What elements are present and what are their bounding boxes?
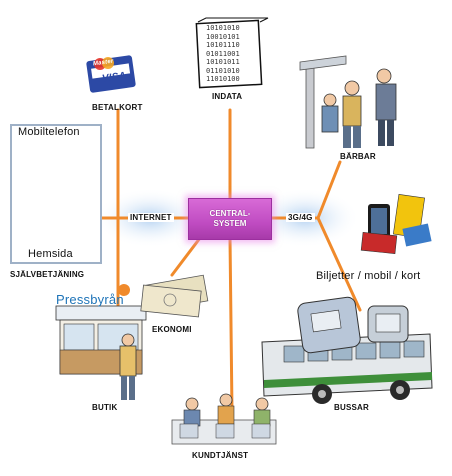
label-pressbyran: Pressbyrån bbox=[56, 292, 124, 307]
connector-bussar bbox=[316, 216, 362, 312]
portable-scene-illustration bbox=[299, 55, 397, 149]
customer-service-illustration bbox=[171, 393, 277, 445]
label-butik: BUTIK bbox=[92, 403, 118, 412]
connector-kundtjanst bbox=[228, 236, 234, 414]
binary-text: 10101010 10010101 10101110 01011001 1010… bbox=[206, 24, 240, 83]
central-system-node: CENTRAL- SYSTEM bbox=[188, 198, 272, 240]
label-ekonomi: EKONOMI bbox=[152, 325, 192, 334]
data-document-icon bbox=[195, 17, 269, 89]
payment-card-icon bbox=[86, 55, 136, 93]
central-system-line2: SYSTEM bbox=[213, 219, 247, 228]
label-kundtjanst: KUNDTJÄNST bbox=[192, 451, 249, 460]
label-bussar: BUSSAR bbox=[334, 403, 369, 412]
connector-ekonomi bbox=[170, 236, 202, 277]
label-3g4g: 3G/4G bbox=[286, 213, 315, 222]
tickets-cards-icon bbox=[360, 194, 432, 255]
store-illustration bbox=[55, 284, 147, 400]
label-hemsida: Hemsida bbox=[28, 248, 73, 260]
label-indata: INDATA bbox=[212, 92, 243, 101]
banknotes-icon bbox=[140, 274, 209, 318]
label-barbar: BÄRBAR bbox=[340, 152, 376, 161]
bus-illustration bbox=[261, 296, 433, 404]
central-system-line1: CENTRAL- bbox=[209, 209, 251, 218]
label-internet: INTERNET bbox=[128, 213, 174, 222]
label-mobiltelefon: Mobiltelefon bbox=[18, 126, 80, 138]
connector-barbar bbox=[316, 160, 342, 220]
label-biljetter: Biljetter / mobil / kort bbox=[316, 270, 421, 282]
label-betalkort: BETALKORT bbox=[92, 103, 143, 112]
self-service-panel bbox=[10, 124, 102, 264]
label-sjalvbetjaning: SJÄLVBETJÄNING bbox=[10, 270, 85, 279]
